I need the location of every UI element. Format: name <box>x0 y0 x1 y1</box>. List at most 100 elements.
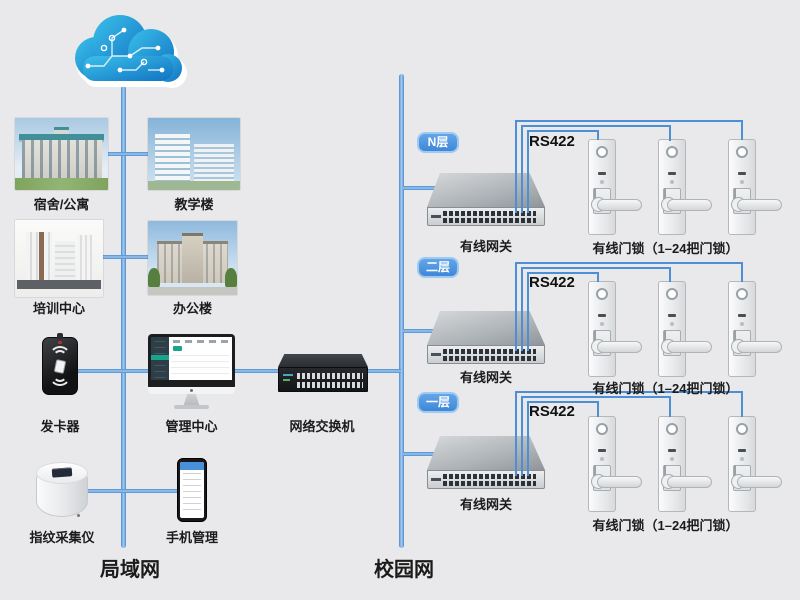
connector-row3-left <box>77 369 149 373</box>
rs422-wire <box>515 262 743 264</box>
floor-badge-1: 一层 <box>417 392 459 413</box>
rs422-wire <box>515 391 517 476</box>
rs422-wire <box>669 396 671 417</box>
app-list <box>182 473 202 515</box>
monitor-chin <box>148 387 235 394</box>
bus-label-n: RS422 <box>529 133 575 150</box>
training-center-photo <box>15 220 103 297</box>
monitor-screen <box>148 334 235 394</box>
locks-label-1: 有线门锁（1–24把门锁） <box>592 518 739 533</box>
door-lock-device <box>728 139 782 235</box>
rs422-wire <box>741 120 743 140</box>
admin-ui <box>151 337 232 380</box>
rs422-wire <box>515 120 743 122</box>
bus-label-1: RS422 <box>529 403 575 420</box>
rs422-wire <box>515 391 743 393</box>
door-lock-device <box>588 416 642 512</box>
monitor-stand <box>183 394 200 405</box>
gateway-ports <box>443 474 536 479</box>
door-lock-device <box>728 281 782 377</box>
rs422-wire <box>527 272 529 351</box>
bus-label-2: RS422 <box>529 274 575 291</box>
floor-badge-2: 二层 <box>417 257 459 278</box>
door-lock-device <box>658 281 712 377</box>
admin-sidebar <box>151 337 169 380</box>
rs422-wire <box>521 125 523 213</box>
gateway-top-face <box>427 436 545 470</box>
apple-logo-icon <box>190 389 193 392</box>
rs422-wire <box>597 130 599 140</box>
training-center-label: 培训中心 <box>32 301 85 316</box>
wave-arc <box>49 364 71 386</box>
management-center-label: 管理中心 <box>165 419 218 434</box>
connector-row4 <box>86 489 178 493</box>
rs422-wire <box>741 391 743 417</box>
device-dot <box>77 514 80 517</box>
gateway-top-face <box>427 311 545 345</box>
switch-led <box>283 374 293 376</box>
teaching-building-photo <box>148 118 240 190</box>
monitor-base <box>174 405 209 409</box>
gateway-label-2: 有线网关 <box>459 370 512 385</box>
rs422-wire <box>669 267 671 282</box>
connector-row1 <box>105 152 150 156</box>
switch-led <box>283 379 290 381</box>
rs422-wire <box>527 272 599 274</box>
campus-trunk-line <box>399 74 404 548</box>
gateway-ports <box>443 349 536 354</box>
phone-management-device <box>177 458 207 522</box>
door-lock-device <box>588 281 642 377</box>
connector-floor-n <box>403 186 436 190</box>
door-lock-device <box>588 139 642 235</box>
rs422-wire <box>527 401 529 476</box>
door-lock-device <box>728 416 782 512</box>
gateway-ports <box>443 211 536 216</box>
rs422-wire <box>521 396 523 476</box>
teaching-building-label: 教学楼 <box>174 197 214 212</box>
door-lock-device <box>658 416 712 512</box>
rs422-wire <box>597 401 599 417</box>
usb-plug <box>57 333 63 339</box>
rs422-wire <box>527 130 529 213</box>
switch-front-face <box>278 367 368 392</box>
rs422-wire <box>521 396 671 398</box>
gateway-ports <box>443 481 536 486</box>
app-header <box>180 462 204 470</box>
switch-ports <box>296 382 363 388</box>
gateway-ports <box>443 218 536 223</box>
rs422-wire <box>515 120 517 213</box>
gateway-led <box>431 215 441 218</box>
rs422-wire <box>597 272 599 282</box>
admin-table <box>171 355 230 378</box>
rs422-wire <box>521 267 671 269</box>
office-building-label: 办公楼 <box>172 301 212 316</box>
gateway-led <box>431 353 441 356</box>
locks-label-2: 有线门锁（1–24把门锁） <box>592 381 739 396</box>
dormitory-label: 宿舍/公寓 <box>33 197 90 212</box>
wave-arc <box>49 346 71 368</box>
network-switch-label: 网络交换机 <box>289 419 355 434</box>
management-center-device <box>148 334 235 412</box>
campus-network-label: 校园网 <box>374 559 434 581</box>
phone-screen <box>180 462 204 518</box>
gateway-label-1: 有线网关 <box>459 497 512 512</box>
card-issuer-device <box>42 333 78 395</box>
fingerprint-collector-label: 指纹采集仪 <box>29 530 95 545</box>
switch-top-face <box>278 354 368 367</box>
rs422-wire <box>527 401 599 403</box>
rs422-wire <box>527 130 599 132</box>
admin-content <box>169 337 232 380</box>
door-lock-device <box>658 139 712 235</box>
card-issuer-label: 发卡器 <box>40 419 80 434</box>
switch-ports <box>296 373 363 379</box>
gateway-label-n: 有线网关 <box>459 239 512 254</box>
fingerprint-window <box>51 467 73 478</box>
gateway-ports <box>443 356 536 361</box>
rs422-wire <box>521 267 523 351</box>
locks-label-n: 有线门锁（1–24把门锁） <box>592 241 739 256</box>
rs422-wire <box>741 262 743 282</box>
connector-row2 <box>102 255 149 259</box>
phone-management-label: 手机管理 <box>165 530 218 545</box>
rs422-wire <box>669 125 671 141</box>
